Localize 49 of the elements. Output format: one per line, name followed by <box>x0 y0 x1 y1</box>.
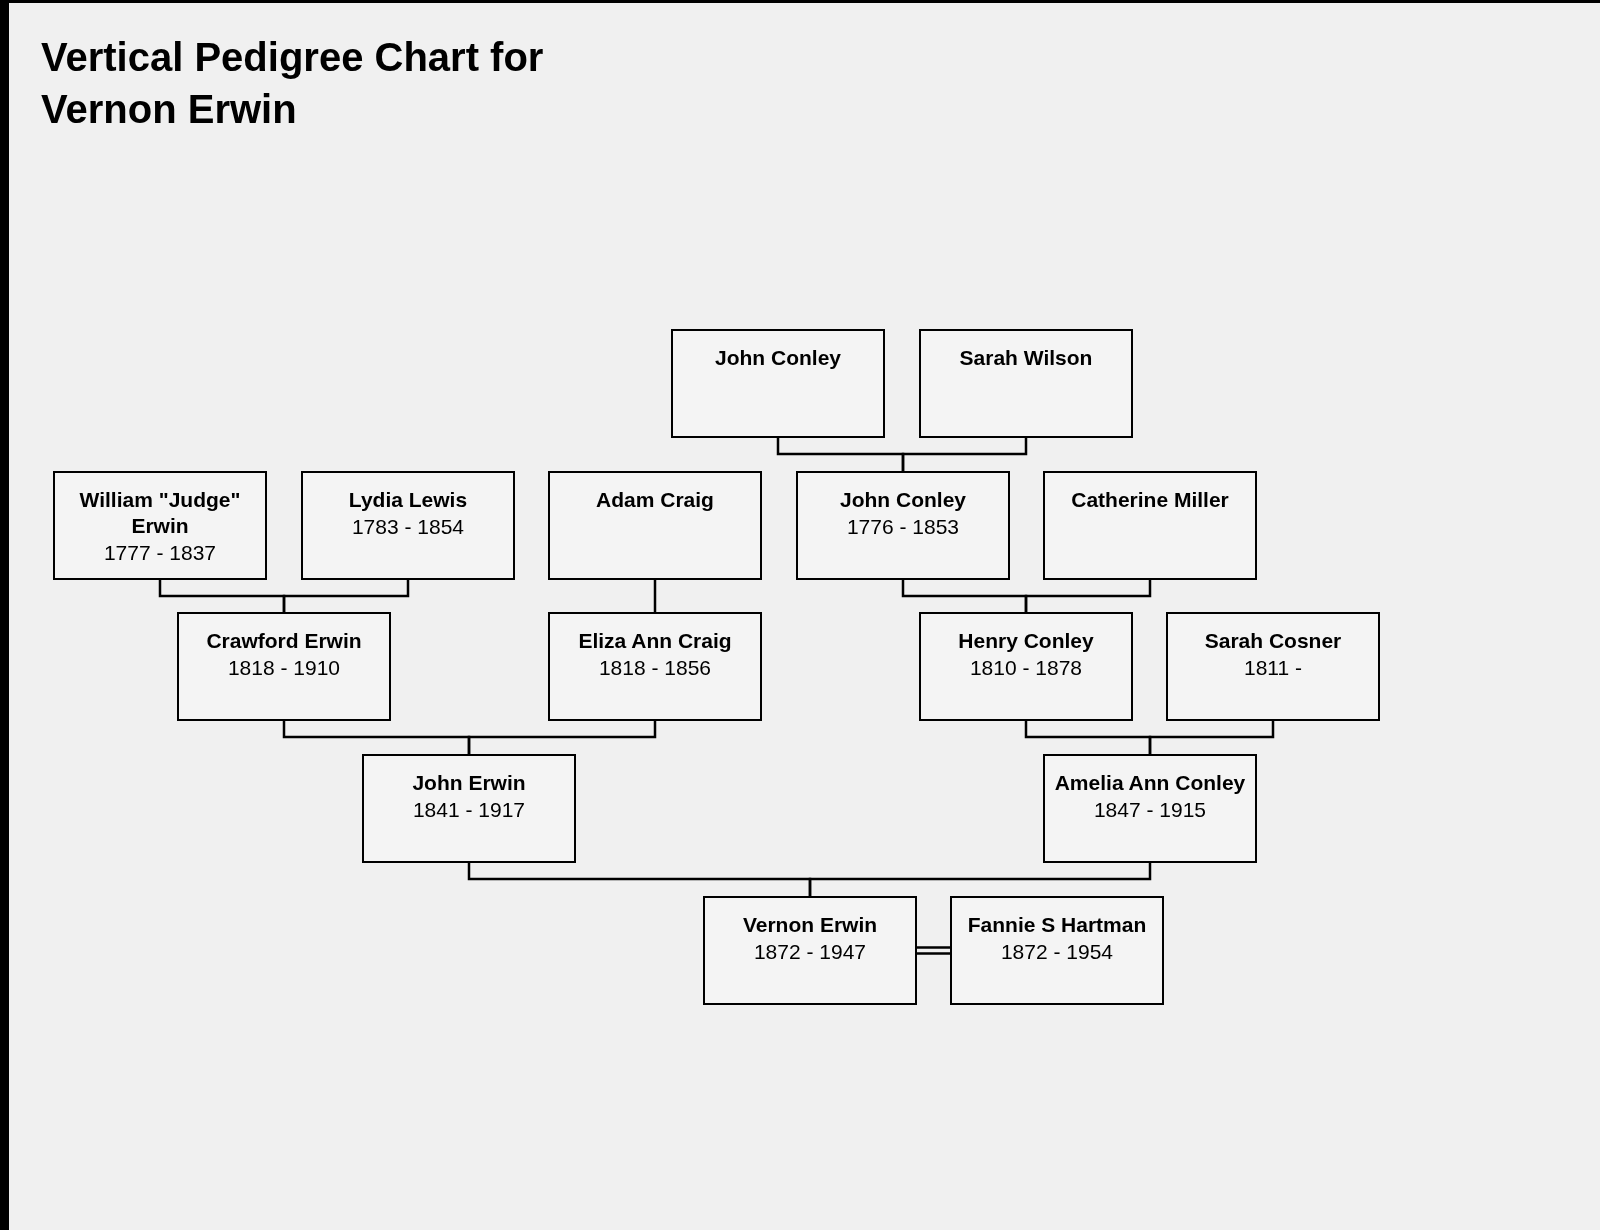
person-name: Fannie S Hartman <box>967 912 1147 938</box>
connector-line <box>653 580 657 612</box>
life-dates: 1783 - 1854 <box>351 514 465 540</box>
life-dates: 1811 - <box>1244 655 1302 681</box>
connector-line <box>1148 721 1275 754</box>
person-name: Eliza Ann Craig <box>578 628 732 654</box>
connector-line <box>1024 580 1152 612</box>
person-box <box>1043 754 1257 863</box>
person-box <box>548 612 762 721</box>
life-dates: 1777 - 1837 <box>103 540 217 566</box>
life-dates: 1810 - 1878 <box>969 655 1083 681</box>
person-name: Lydia Lewis <box>348 487 468 513</box>
connector-line <box>467 721 657 754</box>
life-dates: 1847 - 1915 <box>1093 797 1207 823</box>
person-name: John Conley <box>840 487 966 513</box>
life-dates: 1872 - 1947 <box>753 939 867 965</box>
life-dates: 1818 - 1856 <box>598 655 712 681</box>
person-name: Adam Craig <box>596 487 714 513</box>
person-name: Amelia Ann Conley <box>1054 770 1246 796</box>
person-name: Vernon Erwin <box>742 912 878 938</box>
person-box <box>53 471 267 580</box>
person-name: Sarah Wilson <box>959 345 1093 371</box>
person-box <box>950 896 1164 1005</box>
person-name: Henry Conley <box>958 628 1094 654</box>
person-box <box>362 754 576 863</box>
person-name: William "Judge" Erwin <box>78 487 242 539</box>
person-box <box>919 612 1133 721</box>
person-name: John Conley <box>715 345 841 371</box>
life-dates: 1872 - 1954 <box>1000 939 1114 965</box>
person-box <box>671 329 885 438</box>
life-dates: 1776 - 1853 <box>846 514 960 540</box>
person-name: Sarah Cosner <box>1204 628 1342 654</box>
person-box <box>177 612 391 721</box>
person-box <box>796 471 1010 580</box>
chart-title: Vertical Pedigree Chart for Vernon Erwin <box>41 34 545 133</box>
person-box <box>301 471 515 580</box>
person-box <box>548 471 762 580</box>
person-box <box>1166 612 1380 721</box>
person-box <box>919 329 1133 438</box>
person-name: Catherine Miller <box>1071 487 1229 513</box>
person-box <box>703 896 917 1005</box>
person-box <box>1043 471 1257 580</box>
person-name: John Erwin <box>412 770 526 796</box>
connector-line <box>808 863 1152 896</box>
connector-line <box>282 580 410 612</box>
life-dates: 1818 - 1910 <box>227 655 341 681</box>
connector-line <box>901 438 1028 471</box>
person-name: Crawford Erwin <box>206 628 362 654</box>
life-dates: 1841 - 1917 <box>412 797 526 823</box>
